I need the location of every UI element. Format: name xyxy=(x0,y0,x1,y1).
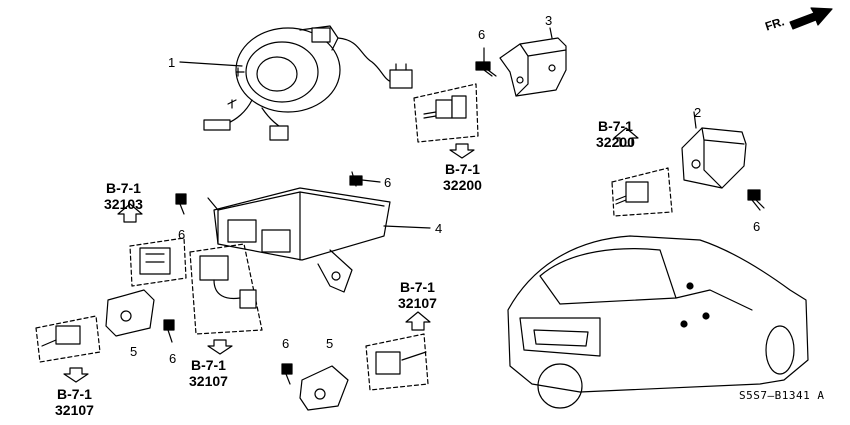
reference-page: B-7-1 xyxy=(444,161,480,177)
reference-page: B-7-1 xyxy=(597,118,633,134)
bolt-left xyxy=(175,193,187,215)
part-number-sensor-bracket: 3 xyxy=(545,13,553,28)
reference-code: 32107 xyxy=(189,373,228,389)
up-arrow-icon xyxy=(613,127,639,147)
part-number-bolt-left: 6 xyxy=(178,227,186,242)
cross-reference: B-7-1 32200 xyxy=(443,161,482,193)
bolt-right xyxy=(747,189,765,211)
front-arrow-icon xyxy=(789,7,833,30)
part-number-cable-reel: 1 xyxy=(168,55,176,70)
leader-line xyxy=(361,179,381,183)
connector-detail-right xyxy=(611,167,673,217)
connector-detail-bottom xyxy=(365,333,429,391)
catalog-code: S5S7—B1341 A xyxy=(739,389,825,402)
srs-unit xyxy=(207,187,391,293)
reference-page: B-7-1 xyxy=(190,357,226,373)
part-number-front-sensor: 2 xyxy=(694,105,702,120)
part-number-sensor-bottom: 5 xyxy=(326,336,334,351)
bolt-bottom xyxy=(281,363,293,385)
part-number-srs-unit: 4 xyxy=(435,221,443,236)
reference-page: B-7-1 xyxy=(399,279,435,295)
reference-code: 32103 xyxy=(104,196,143,212)
part-number-bolt-bottom: 6 xyxy=(282,336,290,351)
part-number-bolt-mid: 6 xyxy=(384,175,392,190)
harness-detail xyxy=(189,243,263,335)
bolt-mid xyxy=(349,171,363,187)
leader-line xyxy=(383,225,431,229)
down-arrow-icon xyxy=(63,367,89,383)
reference-code: 32200 xyxy=(596,134,635,150)
cross-reference: B-7-1 32107 xyxy=(398,279,437,311)
reference-code: 32107 xyxy=(55,402,94,418)
reference-code: 32107 xyxy=(398,295,437,311)
part-number-bolt-top: 6 xyxy=(478,27,486,42)
impact-sensor-left xyxy=(105,289,155,337)
up-arrow-icon xyxy=(405,311,431,331)
part-number-bolt-bottom-left: 6 xyxy=(169,351,177,366)
down-arrow-icon xyxy=(207,339,233,355)
part-number-bolt-right: 6 xyxy=(753,219,761,234)
cable-reel xyxy=(203,25,413,141)
front-sensor xyxy=(681,111,747,189)
leader-line xyxy=(179,61,243,67)
up-arrow-icon xyxy=(117,203,143,223)
vehicle-outline xyxy=(507,235,809,409)
cross-reference: B-7-1 32200 xyxy=(596,118,635,150)
connector-detail-bottom-left xyxy=(35,315,101,363)
connector-detail-top xyxy=(413,83,479,143)
part-number-sensor-left: 5 xyxy=(130,344,138,359)
sensor-bracket xyxy=(499,27,567,97)
bolt-bottom-left xyxy=(163,319,175,343)
bolt-top xyxy=(475,47,497,77)
impact-sensor-bottom xyxy=(299,365,349,411)
reference-code: 32200 xyxy=(443,177,482,193)
cross-reference: B-7-1 32107 xyxy=(189,357,228,389)
reference-page: B-7-1 xyxy=(105,180,141,196)
down-arrow-icon xyxy=(449,143,475,159)
reference-page: B-7-1 xyxy=(56,386,92,402)
connector-detail-left xyxy=(129,237,187,287)
cross-reference: B-7-1 32107 xyxy=(55,386,94,418)
cross-reference: B-7-1 32103 xyxy=(104,180,143,212)
